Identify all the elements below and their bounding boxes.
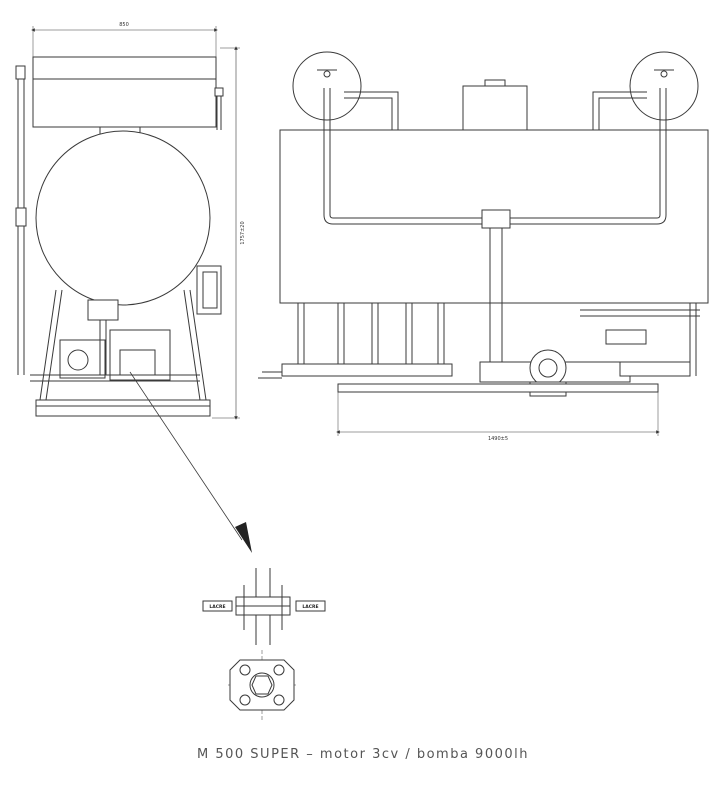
drawing-title: M 500 SUPER – motor 3cv / bomba 9000lh	[197, 747, 529, 762]
dim-height-side: 1757±20	[240, 221, 246, 244]
seal-label-right: LACRE	[302, 604, 318, 610]
side-view	[15, 26, 252, 553]
detail-view	[202, 568, 326, 720]
dim-width-bottom: 1490±5	[488, 436, 508, 442]
dim-width-top: 850	[119, 22, 129, 28]
front-view	[258, 51, 709, 436]
seal-label-left: LACRE	[209, 604, 225, 610]
